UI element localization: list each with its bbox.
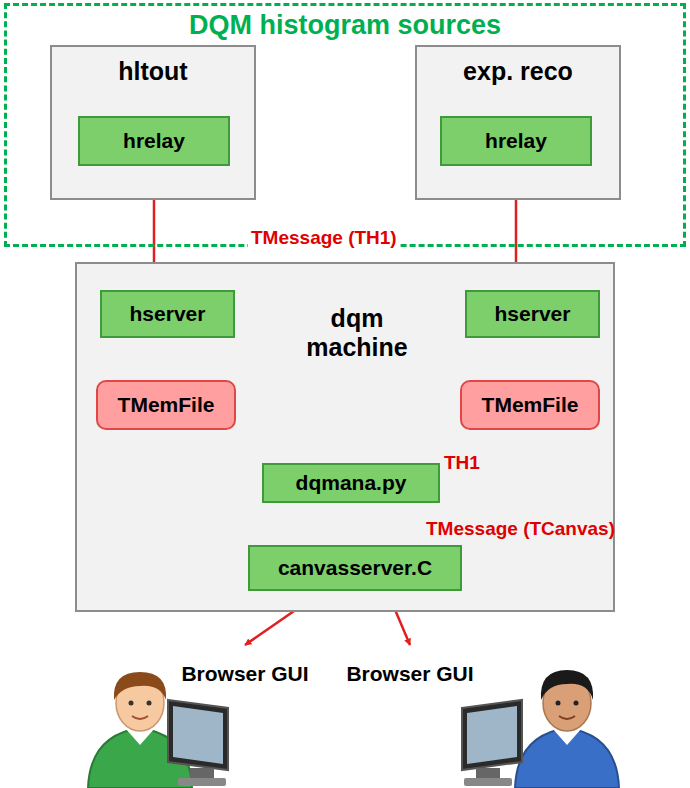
message-label: TH1 bbox=[444, 452, 480, 474]
node-text: hltout bbox=[118, 57, 187, 86]
source-region: DQM histogram sourceshltouthrelayexp. re… bbox=[4, 3, 686, 247]
message-label: TMessage (TH1) bbox=[248, 227, 400, 249]
monitor-icon bbox=[462, 700, 522, 786]
node-text: Browser GUI bbox=[181, 662, 308, 686]
host-box: exp. reco hrelay bbox=[415, 45, 621, 200]
process-box: canvasserver.C bbox=[248, 545, 462, 591]
node-text: TMemFile bbox=[118, 393, 215, 417]
process-box: hrelay bbox=[440, 116, 592, 166]
process-box: dqmana.py bbox=[262, 463, 440, 503]
monitor-icon bbox=[168, 700, 228, 786]
process-box: hserver bbox=[100, 290, 235, 338]
node-text: canvasserver.C bbox=[278, 556, 432, 580]
node-text: dqmana.py bbox=[296, 471, 407, 495]
node-text: Browser GUI bbox=[346, 662, 473, 686]
node-text: DQM histogram sources bbox=[189, 10, 501, 41]
node-text: exp. reco bbox=[463, 57, 573, 86]
user-icon bbox=[515, 670, 619, 788]
node-text: hrelay bbox=[123, 129, 185, 153]
memfile-box: TMemFile bbox=[96, 380, 236, 430]
node-text: TMemFile bbox=[482, 393, 579, 417]
node-text: hserver bbox=[130, 302, 206, 326]
process-box: hserver bbox=[465, 290, 600, 338]
host-box: hltout hrelay bbox=[50, 45, 256, 200]
client-label-box: Browser GUI bbox=[345, 645, 475, 703]
memfile-box: TMemFile bbox=[460, 380, 600, 430]
node-text: hserver bbox=[495, 302, 571, 326]
machine-box: dqm machine hserver hserverTMemFile TMemFil… bbox=[75, 262, 615, 612]
node-text: hrelay bbox=[485, 129, 547, 153]
process-box: hrelay bbox=[78, 116, 230, 166]
node-text: dqm machine bbox=[292, 304, 422, 362]
message-label: TMessage (TCanvas) bbox=[426, 518, 615, 540]
client-label-box: Browser GUI bbox=[180, 645, 310, 703]
